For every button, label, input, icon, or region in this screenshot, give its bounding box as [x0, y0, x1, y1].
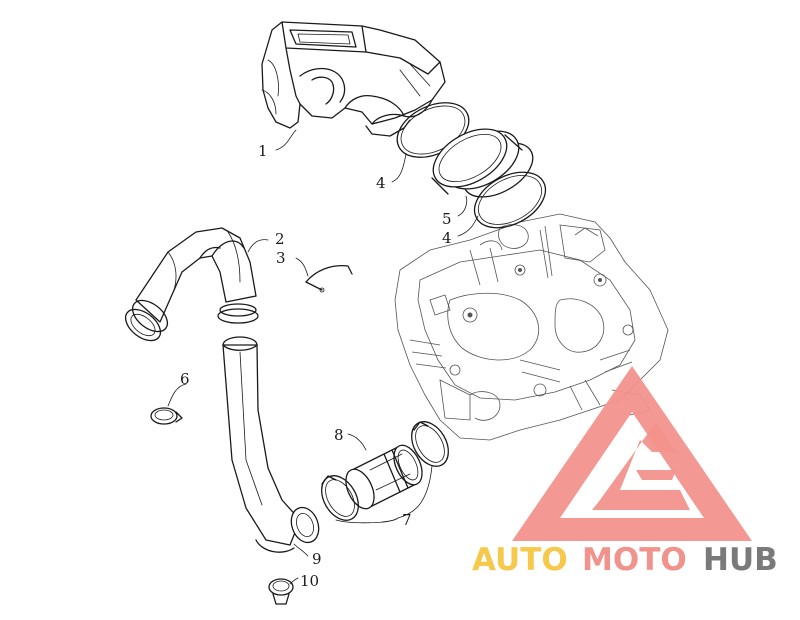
clamp-part-10: [268, 578, 294, 605]
watermark-hub: HUB: [703, 542, 778, 578]
automotohub-watermark: AUTO MOTO HUB: [472, 366, 778, 578]
leader-lines: [167, 129, 479, 585]
callout-1: 1: [258, 142, 268, 160]
callout-numbers: 1 2 3 4 4 5 6 7 8 9 10: [180, 142, 452, 590]
callout-9: 9: [312, 550, 322, 568]
callout-6: 6: [180, 370, 190, 388]
engine-block: [394, 213, 669, 441]
callout-5: 5: [442, 210, 452, 228]
hose-sleeve-part-8: [345, 444, 423, 510]
watermark-auto: AUTO: [472, 542, 568, 578]
airbox-part-1: [261, 21, 446, 137]
callout-4-lower: 4: [442, 229, 452, 247]
clamp-part-6: [150, 407, 183, 425]
intake-coupler-part-5: [431, 128, 534, 198]
callout-7: 7: [402, 511, 412, 529]
callout-3: 3: [276, 249, 286, 267]
hose-clamps-part-7: [321, 421, 449, 521]
callout-10: 10: [300, 572, 319, 590]
seal-ring-part-4-lower: [473, 171, 547, 229]
intake-boot-part-2: [124, 227, 259, 342]
callout-2: 2: [275, 230, 285, 248]
callout-4-upper: 4: [376, 174, 386, 192]
clip-part-3: [305, 264, 353, 293]
watermark-triangle-logo: [512, 366, 752, 541]
watermark-moto: MOTO: [582, 542, 687, 578]
callout-8: 8: [334, 426, 344, 444]
intake-pipe-part-9: [222, 336, 320, 553]
